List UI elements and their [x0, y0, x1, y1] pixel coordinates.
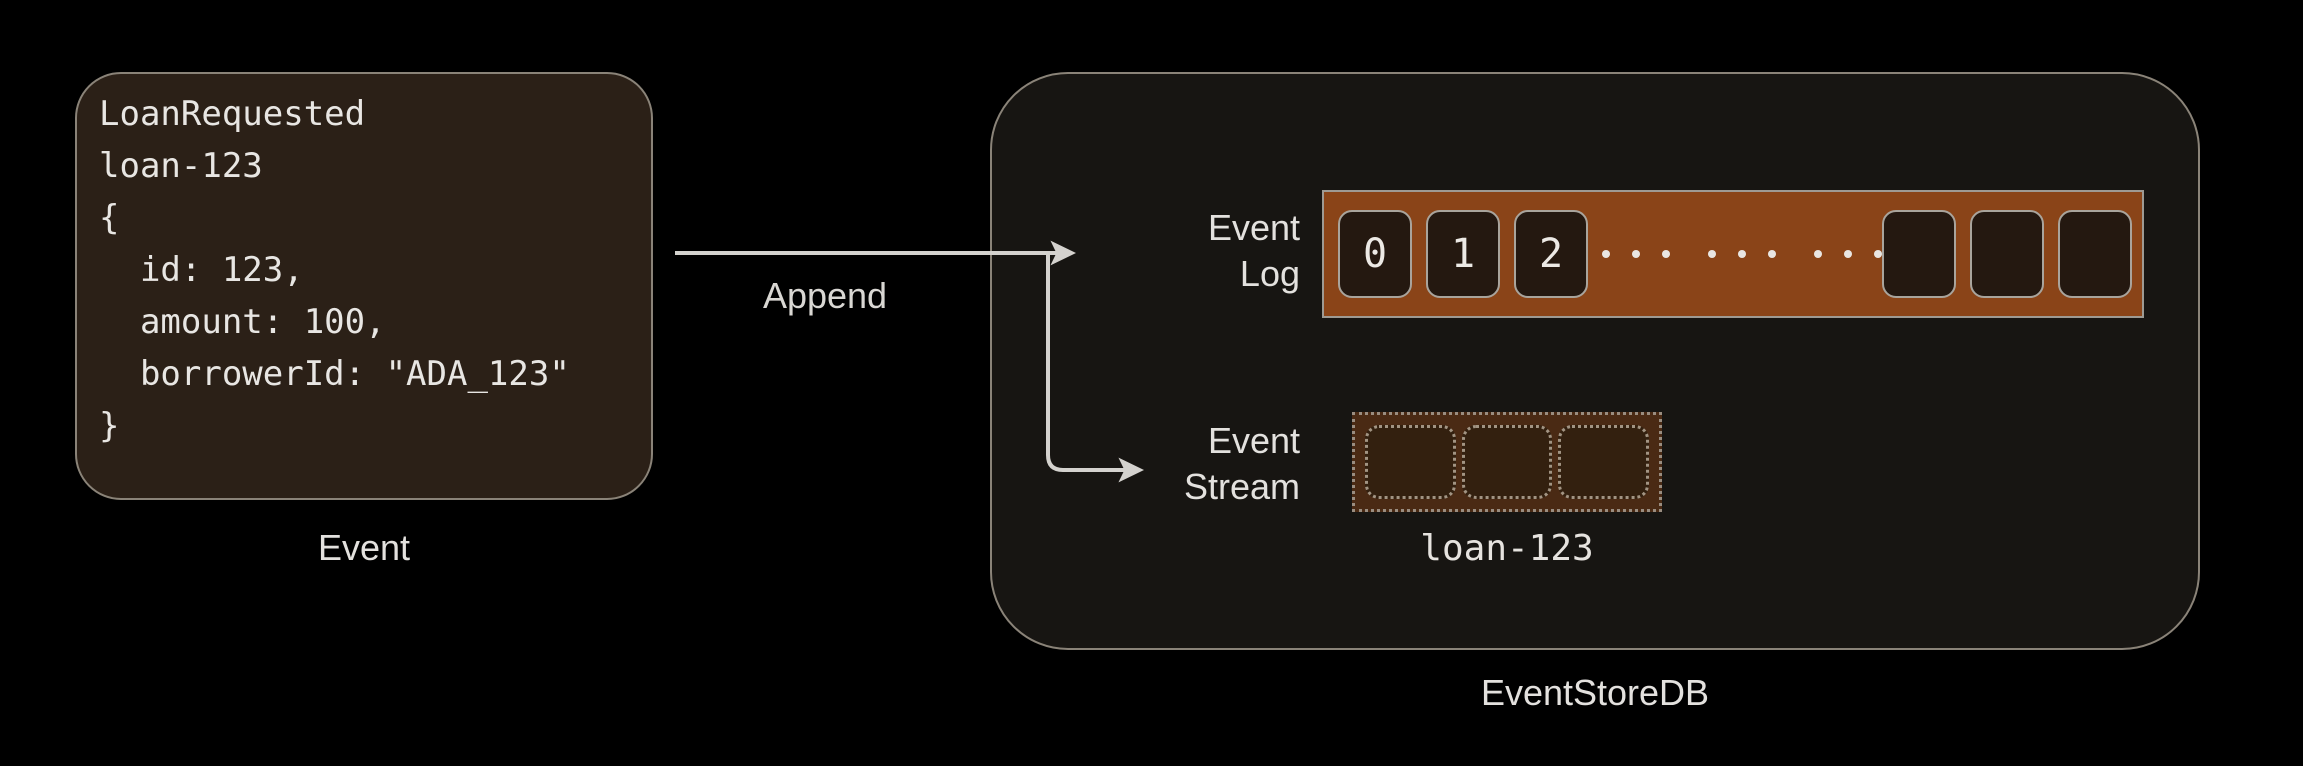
ellipsis-dot	[1874, 250, 1882, 258]
event-log-cell: 0	[1338, 210, 1412, 298]
event-log-band: 0 1 2	[1322, 190, 2144, 318]
event-stream-empty-cell	[1365, 425, 1456, 499]
event-card-caption: Event	[317, 527, 411, 568]
ellipsis-group	[1708, 250, 1776, 258]
event-log-ellipsis	[1602, 210, 1882, 298]
event-payload-code: LoanRequested loan-123 { id: 123, amount…	[99, 94, 570, 446]
ellipsis-dot	[1632, 250, 1640, 258]
ellipsis-dot	[1602, 250, 1610, 258]
event-log-label: Event Log	[1207, 207, 1300, 294]
eventstoredb-container	[990, 72, 2200, 650]
event-log-empty-cell	[1970, 210, 2044, 298]
ellipsis-group	[1602, 250, 1670, 258]
eventstoredb-caption: EventStoreDB	[1480, 672, 1710, 713]
ellipsis-dot	[1662, 250, 1670, 258]
ellipsis-group	[1814, 250, 1882, 258]
ellipsis-dot	[1844, 250, 1852, 258]
event-stream-empty-cell	[1461, 425, 1553, 499]
event-stream-name: loan-123	[1420, 528, 1594, 569]
event-log-empty-cell	[1882, 210, 1956, 298]
event-stream-band	[1352, 412, 1662, 512]
event-stream-label: Event Stream	[1183, 420, 1300, 507]
append-label: Append	[762, 275, 888, 316]
event-stream-empty-cell	[1558, 425, 1650, 499]
ellipsis-dot	[1738, 250, 1746, 258]
ellipsis-dot	[1768, 250, 1776, 258]
ellipsis-dot	[1814, 250, 1822, 258]
ellipsis-dot	[1708, 250, 1716, 258]
event-card: LoanRequested loan-123 { id: 123, amount…	[75, 72, 653, 500]
event-log-cell: 1	[1426, 210, 1500, 298]
event-log-cell: 2	[1514, 210, 1588, 298]
event-log-empty-cell	[2058, 210, 2132, 298]
